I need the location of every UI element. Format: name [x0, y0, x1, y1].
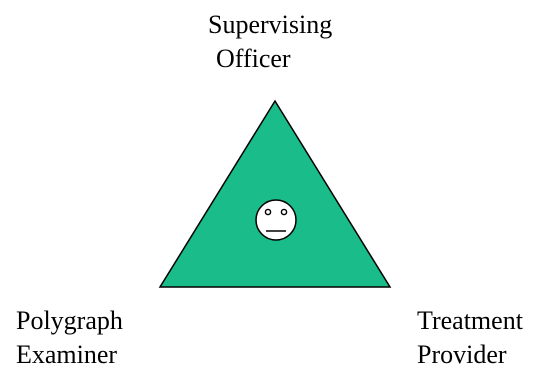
face-right-eye — [280, 208, 288, 216]
polygraph-examiner-line-2: Examiner — [16, 340, 118, 369]
supervising-officer-line-2: Officer — [216, 44, 291, 73]
face-outline — [255, 199, 297, 241]
face-left-eye — [264, 208, 272, 216]
polygraph-examiner-line-1: Polygraph — [16, 306, 123, 335]
supervising-officer-label: Supervising Officer — [208, 8, 332, 76]
supervising-officer-line-1: Supervising — [208, 10, 333, 39]
treatment-provider-label: Treatment Provider — [417, 304, 523, 372]
treatment-provider-line-1: Treatment — [417, 306, 523, 335]
triangle-shape — [158, 99, 392, 288]
neutral-face-icon — [255, 199, 297, 241]
treatment-provider-line-2: Provider — [417, 340, 507, 369]
polygraph-examiner-label: Polygraph Examiner — [16, 304, 123, 372]
